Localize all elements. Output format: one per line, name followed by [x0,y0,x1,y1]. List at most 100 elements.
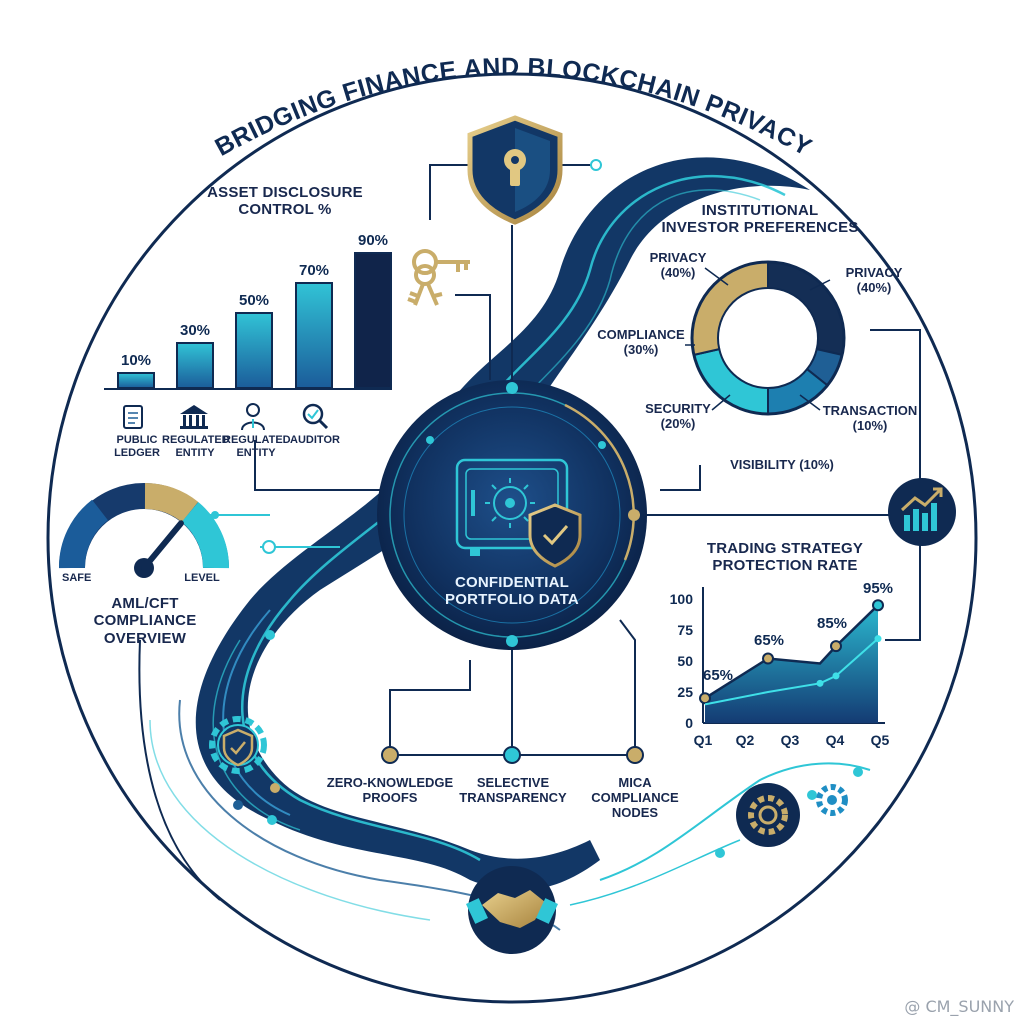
bar-2-label-2: ENTITY [175,446,215,459]
slice-privacy-right-name: PRIVACY [845,265,903,280]
series-1-area [705,605,878,723]
donut-leader-5 [799,394,821,411]
bar-1 [117,372,155,389]
aml-title-line2: COMPLIANCE [93,612,197,630]
center-title-line1: CONFIDENTIAL [454,574,570,591]
donut-leader-2 [809,279,831,291]
gauge-needle [141,520,184,571]
aml-title-line3: OVERVIEW [103,629,187,647]
node-label-selective: SELECTIVE TRANSPARENCY [455,775,571,806]
node-label-mica: MICA COMPLIANCE NODES [590,775,680,821]
slice-transaction-name: TRANSACTION [822,403,918,418]
asset-disclosure-chart: 10% 30% 50% 70% 90% [104,232,392,390]
bar-1-label: PUBLIC [116,434,158,446]
disclosure-title-line2: CONTROL % [238,201,332,219]
bar-value-1: 10% [121,352,151,369]
bar-1-label-2: LEDGER [114,446,160,459]
slice-transaction-value: (10%) [852,417,888,433]
growth-chart-icon [888,478,956,546]
x-tick-Q5: Q5 [871,732,890,748]
aml-title: AML/CFT COMPLIANCE OVERVIEW [70,595,220,647]
node-dot-mica [626,746,644,764]
bar-value-4: 70% [299,262,329,279]
bar-value-2: 30% [180,322,210,339]
y-tick-0: 0 [685,715,693,731]
series-2-point-4 [832,672,840,680]
y-tick-50: 50 [677,653,693,669]
center-title-line2: PORTFOLIO DATA [445,591,579,609]
slice-label-privacy-left: PRIVACY (40%) [640,250,716,281]
aml-title-line1: AML/CFT [111,595,179,612]
node-label-zk: ZERO-KNOWLEDGE PROOFS [325,775,455,806]
document-icon [123,405,143,429]
slice-security-value: (20%) [660,415,696,431]
donut-leader-4 [711,394,731,411]
node-zk-line2: PROOFS [362,789,418,805]
slice-label-compliance: COMPLIANCE (30%) [596,327,686,358]
series-1-point-4 [830,640,842,653]
slice-compliance-name: COMPLIANCE [597,327,685,342]
gear-shield-icon [209,716,267,774]
gauge-safe-label: SAFE [62,572,92,584]
magnifier-check-icon [302,403,329,430]
visibility-label: VISIBILITY (10%) [730,457,834,472]
lock-shield-icon [467,115,563,225]
connector-lines [138,164,921,901]
y-tick-75: 75 [677,622,693,638]
slice-privacy-left-value: (40%) [660,264,696,280]
donut-outline [690,260,846,416]
bar-value-3: 50% [239,292,269,309]
bar-category-1: PUBLIC LEDGER [104,434,170,459]
point-label-4: 95% [863,580,893,597]
gauge-level-label: LEVEL [184,572,220,584]
bar-4 [295,282,333,389]
series-1-point-2 [762,652,774,665]
point-label-2: 65% [754,632,784,649]
x-tick-Q1: Q1 [694,732,713,748]
handshake-icon [466,866,558,954]
bar-3-label: REGULATED [223,434,291,446]
strategy-title-line1: TRADING STRATEGY [706,540,864,557]
node-dot-zk [381,746,399,764]
series-1-point-1 [699,692,711,705]
investor-title-line1: INSTITUTIONAL [701,202,819,219]
x-tick-Q2: Q2 [736,732,755,748]
bar-category-4: AUDITOR [282,434,348,447]
bar-3 [235,312,273,389]
x-tick-Q4: Q4 [826,732,845,748]
node-selective-line1: SELECTIVE [476,775,550,790]
disclosure-title-line1: ASSET DISCLOSURE [207,184,363,201]
node-mica-line3: NODES [611,804,659,820]
aml-gauge [59,483,230,578]
bar-2 [176,342,214,389]
y-tick-100: 100 [670,591,694,607]
watermark: @ CM_SUNNY [904,997,1014,1016]
series-1-point-5 [872,599,884,612]
bank-icon [180,405,208,429]
donut-slice-1 [767,260,845,357]
gears-icon [736,783,848,847]
node-dot-selective [503,746,521,764]
point-label-1: 65% [703,667,733,684]
bar-2-label: REGULATED [162,434,230,446]
outer-ring [46,72,978,1004]
bar-3-label-2: ENTITY [236,446,276,459]
bar-5 [354,252,392,389]
bar-category-2: REGULATED ENTITY [162,434,230,459]
strategy-chart-title: TRADING STRATEGY PROTECTION RATE [690,540,880,575]
person-icon [241,403,265,431]
slice-privacy-left-name: PRIVACY [649,250,707,265]
node-zk-line1: ZERO-KNOWLEDGE [326,775,454,790]
shield-check-icon [528,503,582,568]
strategy-title-line2: PROTECTION RATE [712,557,858,575]
bar-value-5: 90% [358,232,388,249]
disclosure-chart-title: ASSET DISCLOSURE CONTROL % [190,184,380,219]
bar-4-label: AUDITOR [290,434,340,446]
slice-label-privacy-right: PRIVACY (40%) [836,265,912,296]
investor-chart-title: INSTITUTIONAL INVESTOR PREFERENCES [660,202,860,237]
donut-leader-1 [704,267,729,286]
series-2-point-5 [874,635,882,643]
slice-security-name: SECURITY [645,401,711,416]
